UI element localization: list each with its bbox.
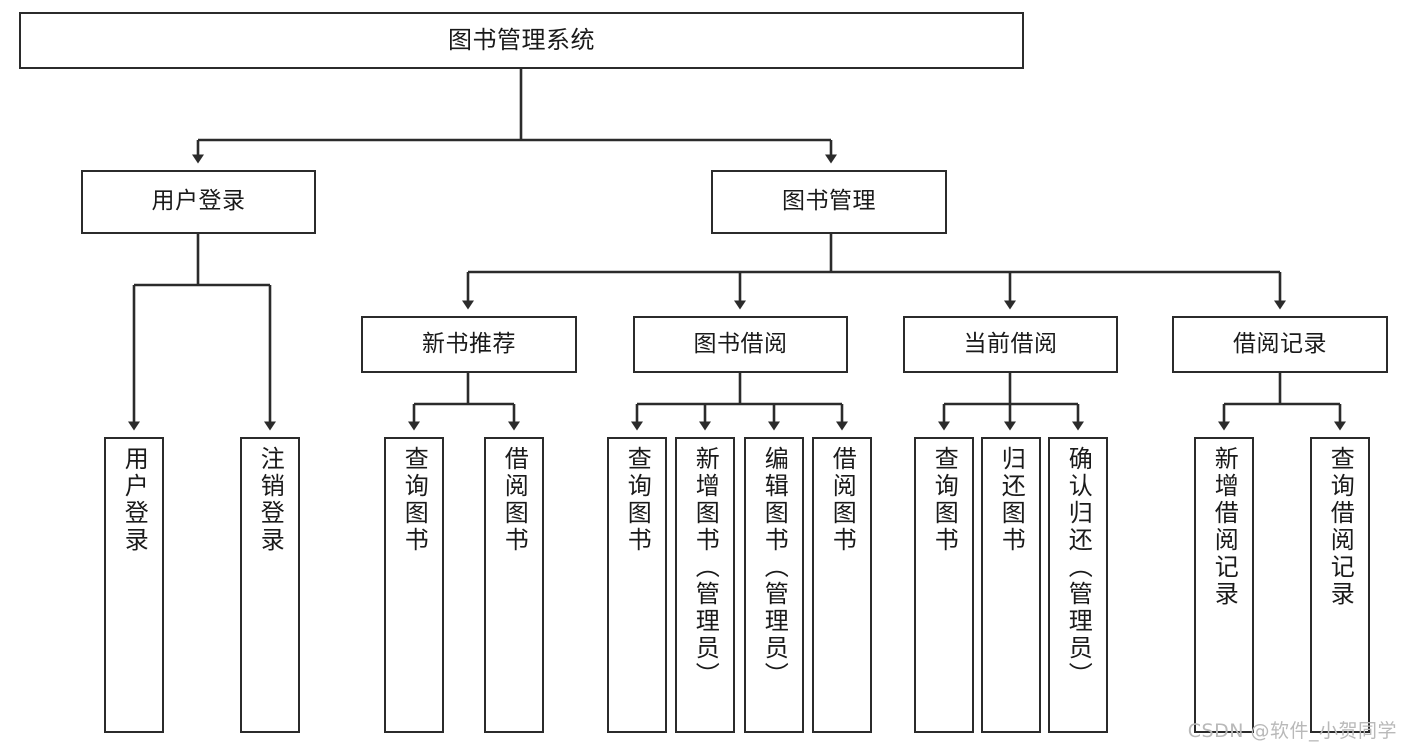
node-new-book-recommend-label: 新书推荐 [422,330,516,357]
node-leaf-query-book-1-label: 查询图书 [400,446,429,554]
node-leaf-add-record[interactable]: 新增借阅记录 [1194,437,1254,733]
node-leaf-add-book-label: 新增图书（管理员） [691,446,720,689]
node-book-borrow-label: 图书借阅 [693,330,788,357]
node-leaf-query-record-label: 查询借阅记录 [1326,446,1355,608]
node-leaf-query-record[interactable]: 查询借阅记录 [1310,437,1370,733]
node-leaf-return-book-label: 归还图书 [997,446,1026,554]
node-leaf-edit-book-label: 编辑图书（管理员） [760,446,789,689]
node-leaf-confirm-return[interactable]: 确认归还（管理员） [1048,437,1108,733]
node-leaf-borrow-book-1-label: 借阅图书 [500,446,529,554]
node-leaf-add-record-label: 新增借阅记录 [1210,446,1239,608]
node-book-borrow[interactable]: 图书借阅 [633,316,848,373]
node-leaf-user-login[interactable]: 用户登录 [104,437,164,733]
node-root-label: 图书管理系统 [448,26,595,55]
node-book-management-label: 图书管理 [782,188,876,215]
node-leaf-query-book-3-label: 查询图书 [930,446,959,554]
node-user-login-label: 用户登录 [151,188,246,215]
node-leaf-query-book-3[interactable]: 查询图书 [914,437,974,733]
node-leaf-borrow-book-1[interactable]: 借阅图书 [484,437,544,733]
node-leaf-user-logout-label: 注销登录 [256,446,285,554]
node-current-borrow[interactable]: 当前借阅 [903,316,1118,373]
node-leaf-query-book-2[interactable]: 查询图书 [607,437,667,733]
node-leaf-edit-book[interactable]: 编辑图书（管理员） [744,437,804,733]
node-user-login[interactable]: 用户登录 [81,170,316,234]
node-leaf-borrow-book-2[interactable]: 借阅图书 [812,437,872,733]
node-root[interactable]: 图书管理系统 [19,12,1024,69]
node-leaf-confirm-return-label: 确认归还（管理员） [1064,446,1093,689]
node-leaf-return-book[interactable]: 归还图书 [981,437,1041,733]
node-book-management[interactable]: 图书管理 [711,170,947,234]
node-leaf-add-book[interactable]: 新增图书（管理员） [675,437,735,733]
node-borrow-record-label: 借阅记录 [1233,330,1327,357]
node-leaf-user-login-label: 用户登录 [120,446,149,554]
node-leaf-user-logout[interactable]: 注销登录 [240,437,300,733]
node-leaf-query-book-1[interactable]: 查询图书 [384,437,444,733]
node-leaf-borrow-book-2-label: 借阅图书 [828,446,857,554]
node-leaf-query-book-2-label: 查询图书 [623,446,652,554]
node-new-book-recommend[interactable]: 新书推荐 [361,316,577,373]
node-current-borrow-label: 当前借阅 [963,330,1058,357]
node-borrow-record[interactable]: 借阅记录 [1172,316,1388,373]
